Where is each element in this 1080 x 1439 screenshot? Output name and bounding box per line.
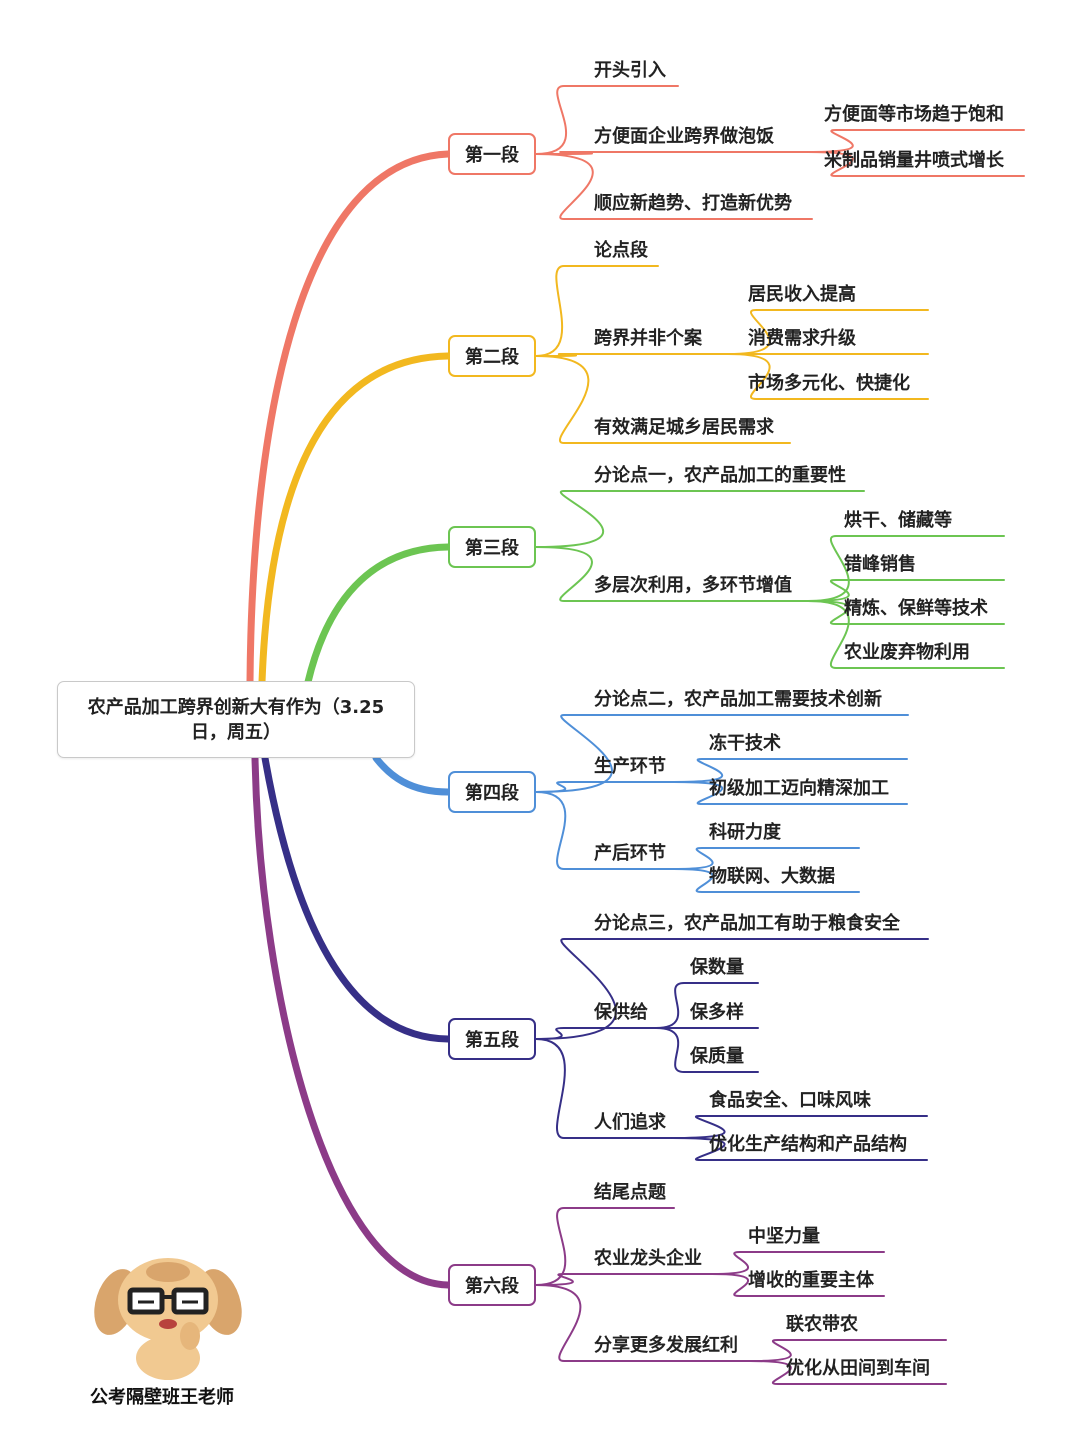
connector-line	[304, 543, 452, 686]
section-node-4[interactable]: 第四段	[448, 771, 536, 813]
topic-node[interactable]: 开头引入	[594, 60, 666, 81]
author-signature: 公考隔壁班王老师	[90, 1387, 234, 1408]
connector-line	[535, 1038, 673, 1139]
topic-node[interactable]: 保供给	[594, 1002, 648, 1023]
connector-line	[807, 151, 1025, 177]
root-topic[interactable]: 农产品加工跨界创新大有作为（3.25 日，周五）	[57, 681, 415, 758]
subtopic-node[interactable]: 食品安全、口味风味	[709, 1090, 871, 1111]
connector-line	[535, 938, 929, 1040]
connector-line	[749, 1339, 947, 1362]
section-node-5[interactable]: 第五段	[448, 1018, 536, 1060]
topic-node[interactable]: 结尾点题	[594, 1182, 666, 1203]
connector-line	[535, 151, 809, 155]
subtopic-node[interactable]: 保质量	[690, 1046, 744, 1067]
topic-node[interactable]: 跨界并非个案	[594, 328, 702, 349]
topic-node[interactable]: 分论点一，农产品加工的重要性	[594, 465, 846, 486]
connector-line	[372, 754, 452, 796]
subtopic-node[interactable]: 错峰销售	[844, 554, 916, 575]
connector-line	[535, 153, 813, 220]
topic-node[interactable]: 分享更多发展红利	[594, 1335, 738, 1356]
connector-line	[673, 847, 860, 870]
subtopic-node[interactable]: 烘干、储藏等	[844, 510, 952, 531]
connector-line	[535, 1284, 751, 1362]
root-topic-line2: 日，周五）	[190, 721, 281, 743]
connector-line	[727, 353, 929, 400]
connector-line	[246, 150, 452, 686]
topic-node[interactable]: 论点段	[594, 240, 648, 261]
subtopic-node[interactable]: 科研力度	[709, 822, 781, 843]
connector-line	[535, 1207, 675, 1286]
subtopic-node[interactable]: 保多样	[690, 1002, 744, 1023]
subtopic-node[interactable]: 增收的重要主体	[748, 1270, 874, 1291]
subtopic-node[interactable]: 优化从田间到车间	[786, 1358, 930, 1379]
connector-line	[749, 1360, 947, 1385]
section-node-3[interactable]: 第三段	[448, 526, 536, 568]
topic-node[interactable]: 产后环节	[594, 843, 666, 864]
connector-line	[711, 1273, 885, 1297]
connector-line	[807, 129, 1025, 153]
connector-line	[727, 309, 929, 355]
section-node-6[interactable]: 第六段	[448, 1264, 536, 1306]
topic-node[interactable]: 农业龙头企业	[594, 1248, 702, 1269]
subtopic-node[interactable]: 市场多元化、快捷化	[748, 373, 910, 394]
connector-line	[673, 781, 908, 805]
connector-line	[535, 1273, 713, 1286]
subtopic-node[interactable]: 物联网、大数据	[709, 866, 835, 887]
connector-line	[535, 85, 679, 155]
connector-line	[655, 1027, 759, 1073]
topic-node[interactable]: 有效满足城乡居民需求	[594, 417, 774, 438]
topic-node[interactable]: 方便面企业跨界做泡饭	[594, 126, 774, 147]
topic-node[interactable]: 分论点二，农产品加工需要技术创新	[594, 689, 882, 710]
connector-line	[807, 600, 1005, 625]
section-node-1[interactable]: 第一段	[448, 133, 536, 175]
connector-line	[673, 868, 860, 893]
section-node-2[interactable]: 第二段	[448, 335, 536, 377]
connector-line	[258, 352, 452, 686]
connector-line	[807, 600, 1005, 669]
subtopic-node[interactable]: 中坚力量	[748, 1226, 820, 1247]
subtopic-node[interactable]: 方便面等市场趋于饱和	[824, 104, 1004, 125]
connector-line	[673, 758, 908, 783]
topic-node[interactable]: 生产环节	[594, 756, 666, 777]
subtopic-node[interactable]: 消费需求升级	[748, 328, 856, 349]
topic-node[interactable]: 顺应新趋势、打造新优势	[594, 193, 792, 214]
subtopic-node[interactable]: 精炼、保鲜等技术	[844, 598, 988, 619]
connector-line	[535, 1027, 657, 1040]
subtopic-node[interactable]: 米制品销量井喷式增长	[824, 150, 1004, 171]
topic-node[interactable]: 人们追求	[594, 1112, 666, 1133]
cartoon-dog-with-glasses-icon	[94, 1258, 242, 1380]
connector-line	[655, 982, 759, 1029]
subtopic-node[interactable]: 初级加工迈向精深加工	[709, 778, 889, 799]
connector-line	[535, 353, 729, 357]
topic-node[interactable]: 多层次利用，多环节增值	[594, 575, 792, 596]
connector-line	[535, 355, 791, 444]
subtopic-node[interactable]: 联农带农	[786, 1314, 858, 1335]
connector-line	[251, 754, 452, 1289]
connector-line	[535, 265, 659, 357]
connector-line	[535, 781, 675, 793]
subtopic-node[interactable]: 居民收入提高	[748, 284, 856, 305]
connector-line	[535, 490, 865, 548]
connector-line	[535, 714, 909, 793]
connector-line	[671, 1137, 928, 1161]
connector-line	[807, 535, 1005, 602]
root-topic-line1: 农产品加工跨界创新大有作为（3.25	[87, 696, 385, 718]
connector-line	[261, 754, 452, 1043]
connector-line	[671, 1115, 928, 1139]
connector-line	[535, 791, 675, 870]
subtopic-node[interactable]: 冻干技术	[709, 733, 781, 754]
subtopic-node[interactable]: 农业废弃物利用	[844, 642, 970, 663]
topic-node[interactable]: 分论点三，农产品加工有助于粮食安全	[594, 913, 900, 934]
subtopic-node[interactable]: 优化生产结构和产品结构	[709, 1134, 907, 1155]
connector-line	[535, 546, 809, 602]
connector-line	[711, 1251, 885, 1275]
subtopic-node[interactable]: 保数量	[690, 957, 744, 978]
connector-line	[807, 579, 1005, 602]
